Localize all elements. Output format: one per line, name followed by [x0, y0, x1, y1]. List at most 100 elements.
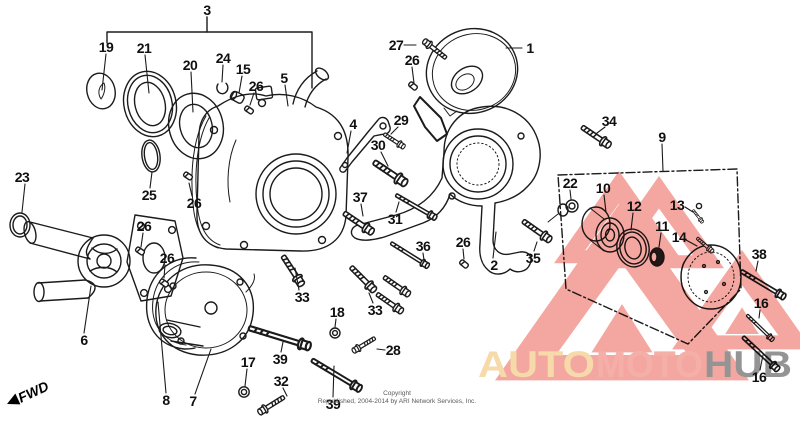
- part-13-washer: [695, 202, 703, 210]
- callout-6: 6: [80, 332, 88, 348]
- leader-line-31: [395, 201, 400, 213]
- leader-line-35: [533, 241, 538, 252]
- leader-line-39: [280, 341, 284, 353]
- leader-line-25: [149, 171, 153, 189]
- callout-18: 18: [329, 304, 345, 320]
- copyright-line1: Copyright: [383, 390, 411, 397]
- leader-line-13: [684, 206, 694, 213]
- leader-line-38: [755, 260, 759, 272]
- callout-26: 26: [159, 250, 175, 266]
- callout-26: 26: [248, 78, 264, 94]
- callout-9: 9: [658, 129, 666, 145]
- leader-line-21: [144, 54, 150, 94]
- leader-line-26: [249, 92, 255, 106]
- leader-line-5: [284, 84, 289, 107]
- callout-31: 31: [387, 211, 403, 227]
- leader-line-2: [492, 231, 497, 259]
- callout-23: 23: [14, 169, 30, 185]
- callout-25: 25: [141, 187, 157, 203]
- callout-39: 39: [325, 396, 341, 412]
- brand-moto: MOTO: [596, 344, 703, 385]
- callout-16: 16: [753, 295, 769, 311]
- callout-5: 5: [280, 70, 288, 86]
- callout-26: 26: [404, 52, 420, 68]
- leader-line-26: [462, 248, 465, 260]
- leader-line-7: [194, 348, 212, 395]
- callout-26: 26: [186, 195, 202, 211]
- leader-line-15: [238, 75, 243, 94]
- leader-line-37: [360, 203, 364, 217]
- callout-37: 37: [352, 189, 368, 205]
- leader-line-24: [221, 64, 224, 83]
- callout-12: 12: [626, 198, 642, 214]
- callout-10: 10: [595, 180, 611, 196]
- callout-35: 35: [525, 250, 541, 266]
- leader-line-26: [163, 264, 166, 279]
- callout-32: 32: [273, 373, 289, 389]
- callout-15: 15: [235, 61, 251, 77]
- part-4-stay: [339, 116, 391, 173]
- callout-27: 27: [388, 37, 404, 53]
- callout-26: 26: [136, 218, 152, 234]
- callout-17: 17: [240, 354, 256, 370]
- part-25-clip: [141, 139, 161, 173]
- part-6-water-pump: [23, 214, 184, 303]
- leader-line-26: [140, 232, 144, 248]
- leader-line-29: [390, 126, 399, 135]
- part-23-oring: [9, 212, 31, 238]
- bracket-3: [106, 16, 313, 89]
- part-1-cover-disk: [425, 27, 519, 117]
- leader-line-9: [661, 143, 664, 172]
- watermark-brand-text: AUTO MOTO HUB: [478, 344, 792, 385]
- part-24-oring: [216, 82, 229, 95]
- callout-11: 11: [655, 218, 669, 234]
- leader-line-33: [368, 292, 374, 304]
- leader-line-23: [21, 183, 26, 213]
- callout-30: 30: [370, 137, 386, 153]
- callout-22: 22: [562, 175, 578, 191]
- callout-8: 8: [162, 392, 170, 408]
- part-21-oil-seal: [122, 70, 178, 138]
- leader-line-39: [332, 365, 335, 398]
- callout-38: 38: [751, 246, 767, 262]
- part-18-nut: [329, 327, 341, 339]
- leader-line-8: [157, 301, 167, 394]
- leader-line-30: [380, 151, 389, 167]
- leader-line-28: [376, 348, 386, 351]
- part-17-washer: [238, 386, 250, 398]
- leader-line-16: [759, 354, 764, 371]
- callout-16: 16: [751, 369, 767, 385]
- callout-34: 34: [601, 113, 617, 129]
- leader-line-4: [346, 130, 352, 154]
- callout-2: 2: [490, 257, 498, 273]
- leader-line-34: [596, 126, 606, 134]
- part-8-gasket: [145, 257, 200, 350]
- part-7-pump-cover: [155, 264, 255, 356]
- callout-39: 39: [272, 351, 288, 367]
- leader-line-17: [244, 368, 248, 387]
- callout-24: 24: [215, 50, 231, 66]
- callout-20: 20: [182, 57, 198, 73]
- callout-19: 19: [98, 39, 114, 55]
- callout-3: 3: [203, 2, 211, 18]
- callout-1: 1: [526, 40, 534, 56]
- part-2-rear-cover: [350, 96, 541, 275]
- leader-line-36: [422, 252, 425, 261]
- brand-auto: AUTO: [478, 344, 595, 385]
- copyright-line2: Republished, 2004-2014 by ARI Network Se…: [317, 397, 477, 405]
- leader-line-26: [188, 182, 193, 197]
- callout-29: 29: [393, 112, 409, 128]
- part-22-nut: [547, 199, 579, 223]
- part-19-cap: [86, 72, 116, 110]
- callout-13: 13: [669, 197, 685, 213]
- callout-33: 33: [294, 289, 310, 305]
- leader-line-26: [411, 66, 415, 84]
- leader-line-20: [190, 71, 194, 113]
- leader-line-6: [83, 285, 92, 334]
- part-15-plug: [229, 90, 245, 104]
- brand-hub: HUB: [704, 344, 792, 385]
- part-20-oil-seal: [167, 92, 225, 160]
- callout-36: 36: [415, 238, 431, 254]
